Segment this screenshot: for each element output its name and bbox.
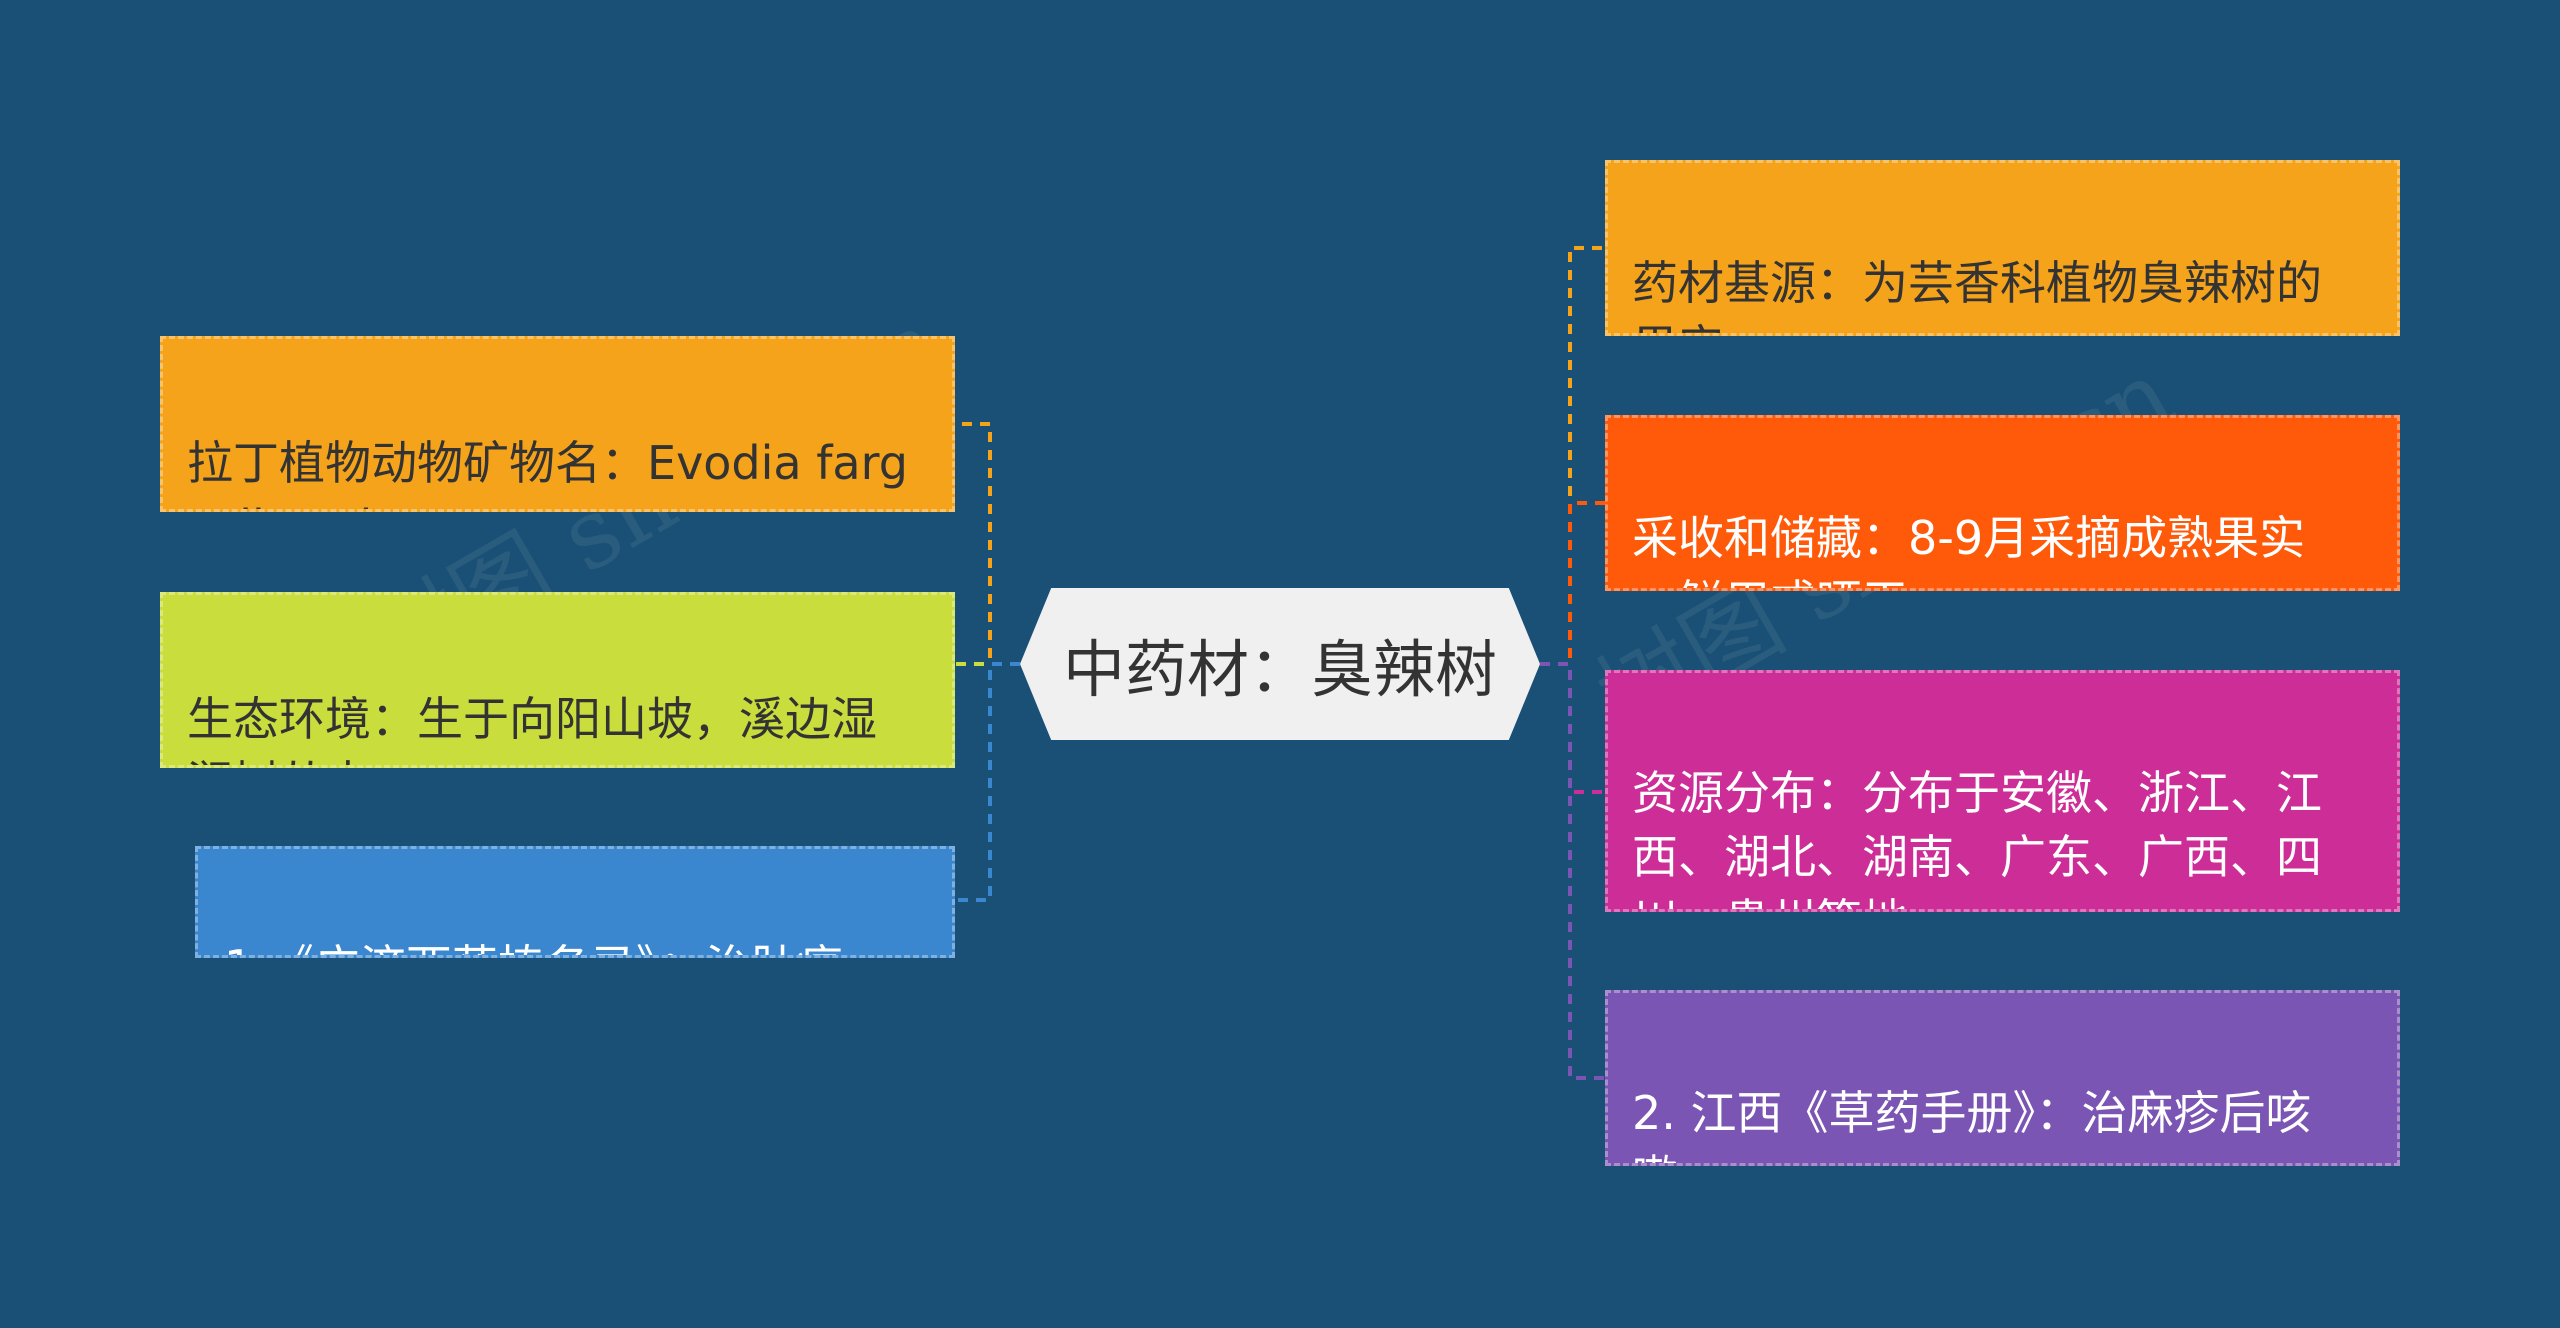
topic-habitat-text: 生态环境：生于向阳山坡，溪边湿 润树丛中。 bbox=[187, 692, 877, 765]
topic-harvest-text: 采收和储藏：8-9月采摘成熟果实 ，鲜用或晒干。 bbox=[1632, 511, 2306, 588]
connector-left-1 bbox=[955, 422, 1020, 666]
topic-usage-1[interactable]: 1.《广济西药植名录》：治肚痛。 bbox=[195, 846, 955, 958]
connector-right-1 bbox=[1540, 246, 1605, 666]
central-topic[interactable]: 中药材：臭辣树 bbox=[1020, 588, 1540, 740]
topic-usage-1-text: 1.《广济西药植名录》：治肚痛。 bbox=[224, 935, 926, 955]
central-topic-label: 中药材：臭辣树 bbox=[1062, 633, 1497, 706]
connector-right-4 bbox=[1540, 662, 1605, 1080]
topic-distribution-text: 资源分布：分布于安徽、浙江、江 西、湖北、湖南、广东、广西、四 川、贵州等地。 bbox=[1632, 766, 2322, 909]
topic-usage-2-text: 2. 江西《草药手册》：治麻疹后咳 嗽。 bbox=[1632, 1086, 2312, 1163]
topic-distribution[interactable]: 资源分布：分布于安徽、浙江、江 西、湖北、湖南、广东、广西、四 川、贵州等地。 bbox=[1605, 670, 2400, 912]
connector-left-3 bbox=[955, 662, 1020, 902]
topic-source-text: 药材基源：为芸香科植物臭辣树的 果实。 bbox=[1632, 256, 2322, 333]
topic-source[interactable]: 药材基源：为芸香科植物臭辣树的 果实。 bbox=[1605, 160, 2400, 336]
topic-latin-name[interactable]: 拉丁植物动物矿物名：Evodia farg esii Dode bbox=[160, 336, 955, 512]
topic-usage-2[interactable]: 2. 江西《草药手册》：治麻疹后咳 嗽。 bbox=[1605, 990, 2400, 1166]
topic-habitat[interactable]: 生态环境：生于向阳山坡，溪边湿 润树丛中。 bbox=[160, 592, 955, 768]
topic-latin-name-text: 拉丁植物动物矿物名：Evodia farg esii Dode bbox=[187, 436, 908, 509]
connector-right-2 bbox=[1540, 501, 1605, 666]
topic-harvest[interactable]: 采收和储藏：8-9月采摘成熟果实 ，鲜用或晒干。 bbox=[1605, 415, 2400, 591]
